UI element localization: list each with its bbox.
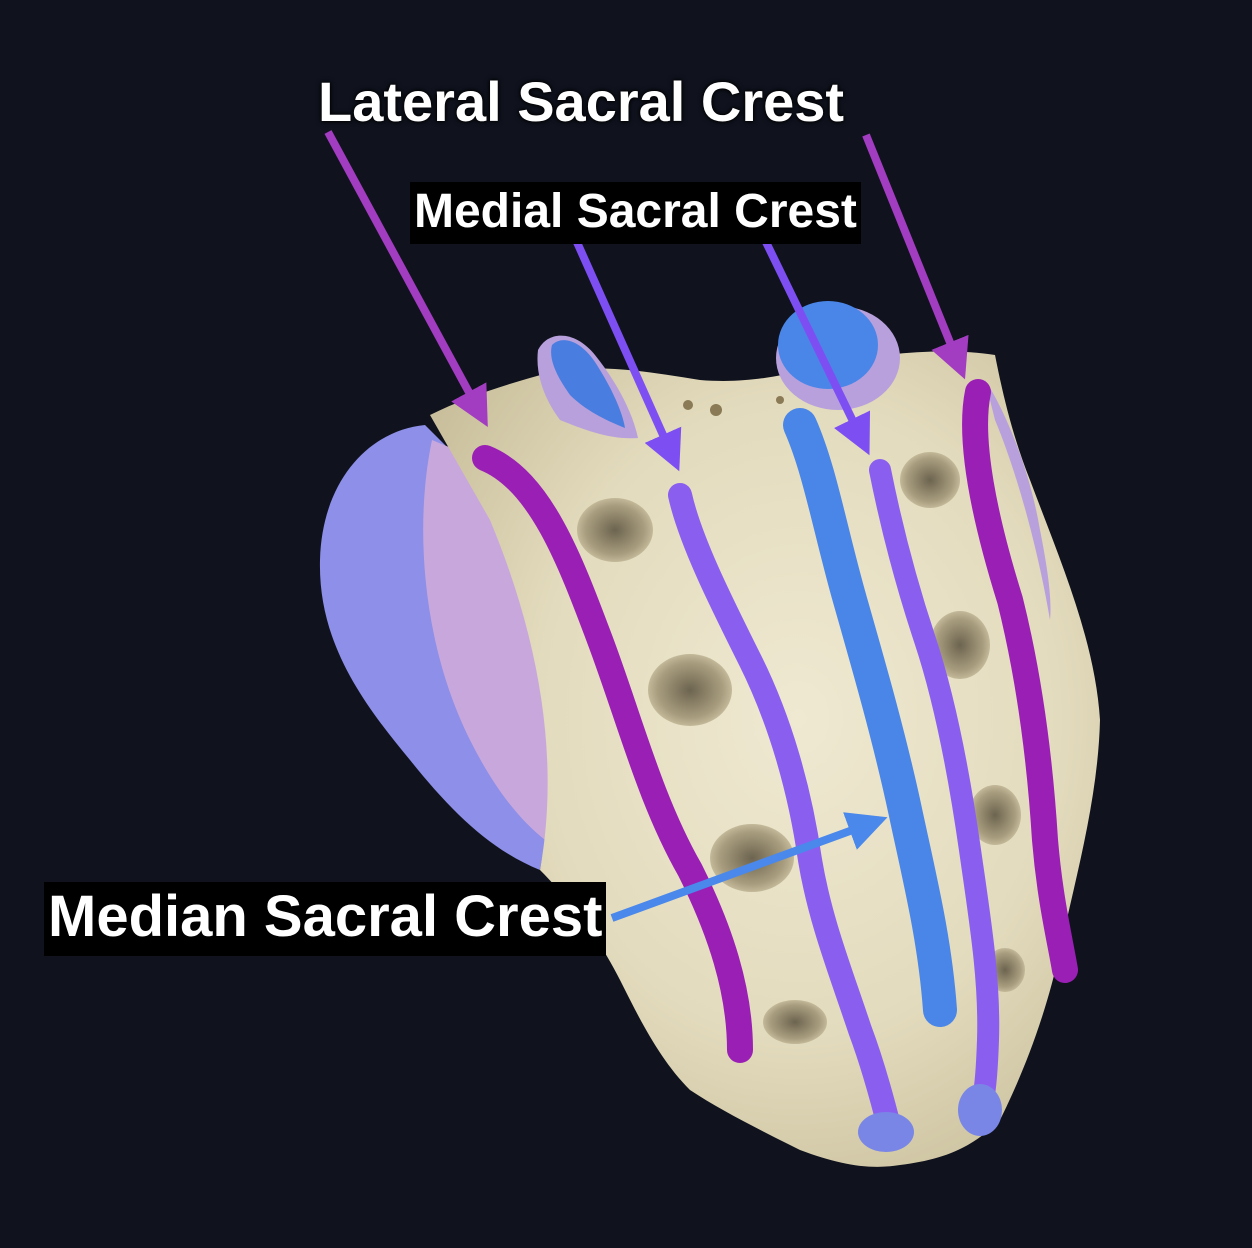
nutrient-hole: [776, 396, 784, 404]
median-arrow: [610, 812, 888, 922]
medial-sacral-crest-label: Medial Sacral Crest: [410, 182, 861, 244]
median-sacral-crest: [783, 408, 957, 1027]
lateral-arrow-left: [324, 130, 488, 428]
sacral-foramen: [900, 452, 960, 508]
auricular-surface-inner: [423, 440, 560, 840]
nutrient-hole: [683, 400, 693, 410]
medial-arrow-right: [761, 238, 871, 456]
median-sacral-crest-label: Median Sacral Crest: [44, 882, 607, 956]
sacral-foramen: [648, 654, 732, 726]
lateral-sacral-crest-right: [962, 379, 1078, 983]
sacral-cornu-left: [858, 1112, 914, 1152]
sacral-foramen: [577, 498, 653, 562]
lateral-sacral-crest-label: Lateral Sacral Crest: [318, 70, 845, 133]
sacral-foramen: [930, 611, 990, 679]
medial-sacral-crest-right: [869, 459, 1000, 1111]
lateral-sacral-crest-left: [472, 445, 753, 1063]
lateral-arrow-right: [862, 133, 969, 380]
right-lateral-rim: [985, 380, 1051, 620]
sacral-foramen: [969, 785, 1021, 845]
sacral-cornu-right: [958, 1084, 1002, 1136]
left-articular-facet: [551, 340, 625, 428]
sacral-foramen: [763, 1000, 827, 1044]
nutrient-hole: [710, 404, 722, 416]
medial-arrow-left: [572, 238, 682, 472]
